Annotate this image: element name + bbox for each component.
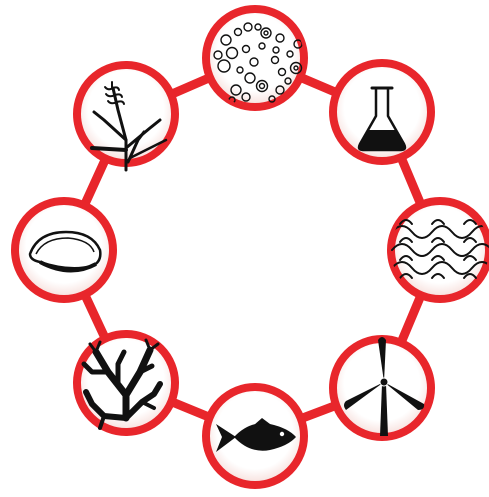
- marsh-grass-icon: [90, 81, 168, 172]
- flask-icon: [357, 86, 407, 152]
- mussel-icon: [28, 230, 102, 273]
- bubbles-icon: [213, 22, 303, 104]
- node-waves: [387, 197, 489, 303]
- wind-turbine-icon: [344, 337, 425, 436]
- waves-icon: [391, 219, 489, 279]
- fish-icon: [216, 418, 296, 452]
- coral-icon: [81, 338, 163, 430]
